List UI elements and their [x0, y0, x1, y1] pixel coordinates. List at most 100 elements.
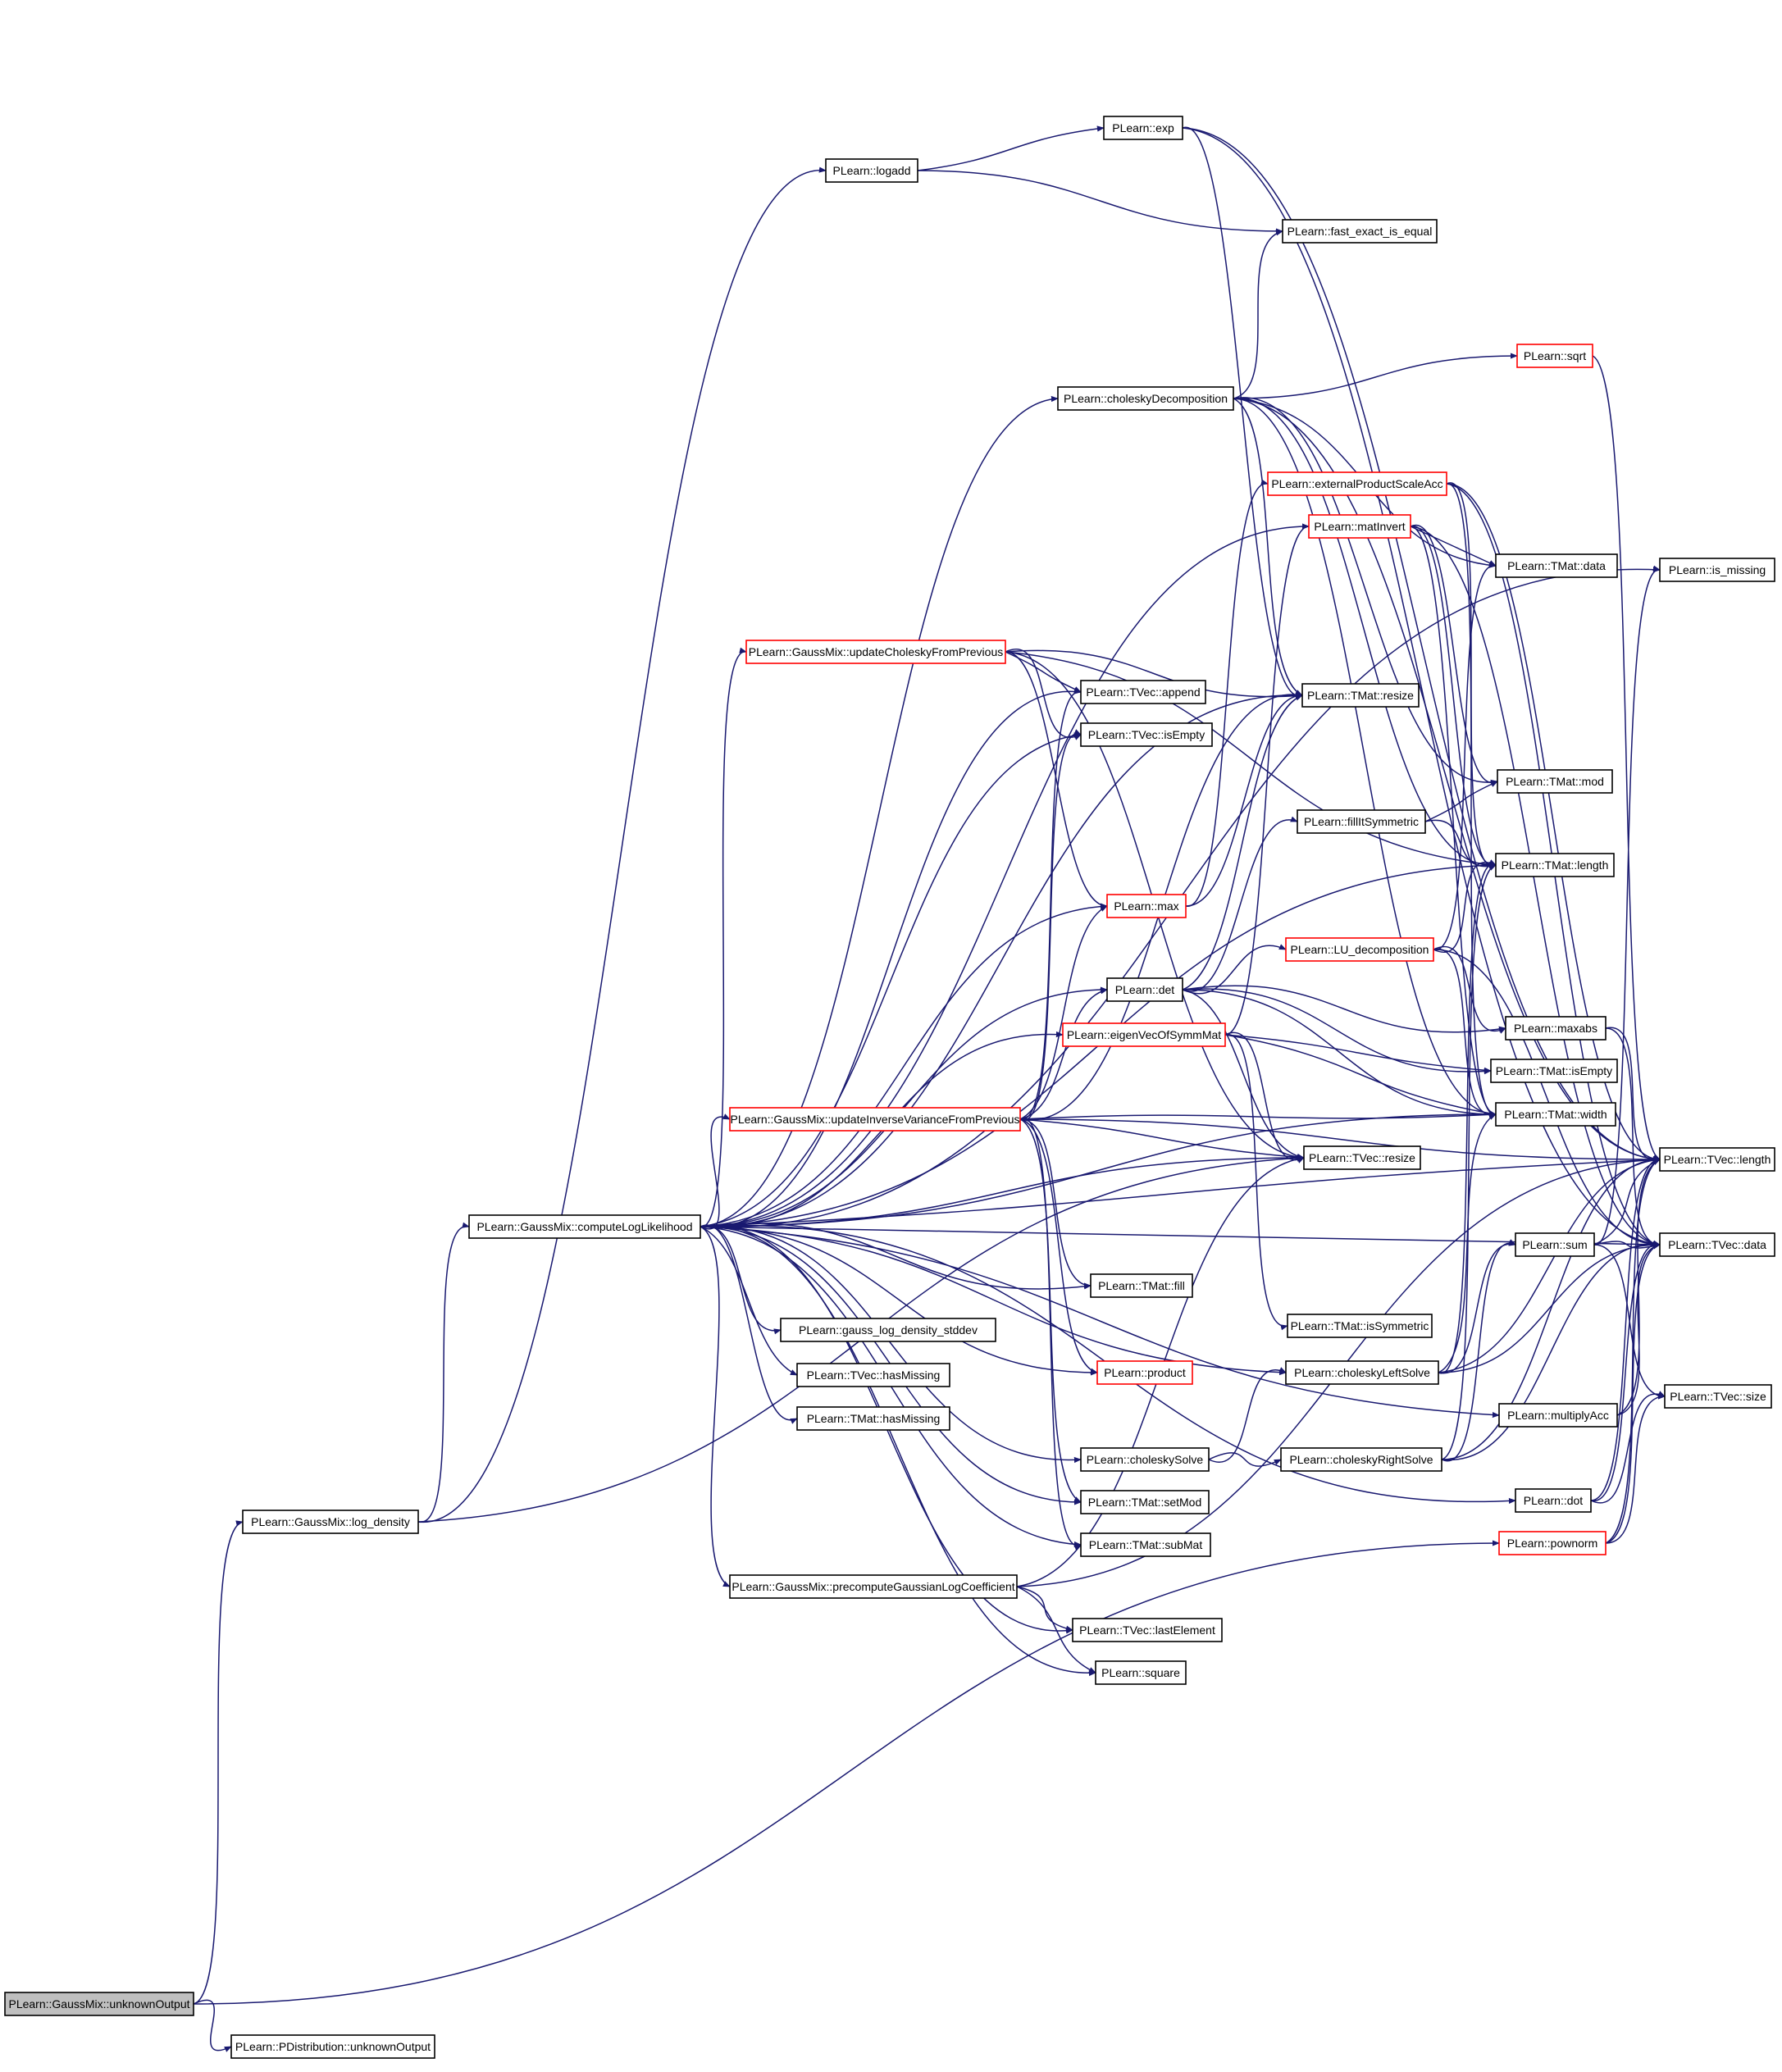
node-TMat_subMat[interactable]: PLearn::TMat::subMat [1080, 1532, 1211, 1557]
node-gauss_log_density_stddev[interactable]: PLearn::gauss_log_density_stddev [780, 1318, 996, 1342]
node-label: PLearn::TVec::length [1664, 1153, 1771, 1166]
node-pownorm[interactable]: PLearn::pownorm [1498, 1531, 1607, 1555]
node-label: PLearn::is_missing [1669, 563, 1766, 576]
edge-updateCholeskyFromPrevious-to-TVec_isEmpty [1005, 649, 1082, 740]
node-choleskyDecomposition[interactable]: PLearn::choleskyDecomposition [1057, 386, 1234, 411]
node-logadd[interactable]: PLearn::logadd [825, 158, 918, 183]
node-box [825, 158, 918, 183]
node-TVec_size[interactable]: PLearn::TVec::size [1664, 1384, 1772, 1409]
node-TVec_resize[interactable]: PLearn::TVec::resize [1303, 1145, 1421, 1170]
edge-det-to-TMat_width [1182, 989, 1497, 1118]
node-box [1062, 1022, 1226, 1047]
node-box [1106, 977, 1183, 1002]
edge-computeLogLikelihood-to-updateCholeskyFromPrevious [700, 647, 747, 1227]
node-choleskySolve[interactable]: PLearn::choleskySolve [1080, 1447, 1210, 1472]
node-LU_decomposition[interactable]: PLearn::LU_decomposition [1285, 937, 1434, 962]
node-TMat_hasMissing[interactable]: PLearn::TMat::hasMissing [796, 1406, 950, 1431]
edge-choleskyRightSolve-to-TMat_length [1441, 863, 1497, 1460]
node-updateInverseVarianceFromPrevious[interactable]: PLearn::GaussMix::updateInverseVarianceF… [729, 1107, 1021, 1132]
edge-updateCholeskyFromPrevious-to-TMat_resize [1005, 649, 1303, 699]
node-box [1498, 1403, 1618, 1428]
node-box [745, 640, 1006, 664]
node-product[interactable]: PLearn::product [1096, 1360, 1193, 1385]
node-label: PLearn::TMat::resize [1307, 689, 1414, 702]
node-TVec_lastElement[interactable]: PLearn::TVec::lastElement [1072, 1618, 1223, 1642]
edge-maxabs-to-TVec_length [1605, 1027, 1661, 1164]
edge-computeLogLikelihood-to-choleskyDecomposition [700, 395, 1059, 1227]
node-label: PLearn::choleskyRightSolve [1289, 1453, 1433, 1466]
node-sqrt[interactable]: PLearn::sqrt [1516, 344, 1593, 368]
edge-pownorm-to-TVec_length [1605, 1159, 1661, 1544]
node-TMat_width[interactable]: PLearn::TMat::width [1495, 1102, 1616, 1127]
node-label: PLearn::pownorm [1507, 1537, 1598, 1550]
edge-max-to-TMat_resize [1185, 692, 1303, 907]
node-log_density[interactable]: PLearn::GaussMix::log_density [242, 1510, 419, 1534]
node-exp[interactable]: PLearn::exp [1103, 116, 1183, 140]
edge-computeLogLikelihood-to-choleskyLeftSolve [700, 1226, 1287, 1376]
node-TMat_length[interactable]: PLearn::TMat::length [1495, 853, 1615, 877]
node-updateCholeskyFromPrevious[interactable]: PLearn::GaussMix::updateCholeskyFromPrev… [745, 640, 1006, 664]
node-matInvert[interactable]: PLearn::matInvert [1308, 514, 1411, 539]
node-TMat_data[interactable]: PLearn::TMat::data [1495, 553, 1618, 578]
edge-computeLogLikelihood-to-TVec_resize [700, 1154, 1305, 1227]
node-square[interactable]: PLearn::square [1095, 1660, 1187, 1685]
node-sum[interactable]: PLearn::sum [1515, 1232, 1595, 1257]
node-label: PLearn::matInvert [1314, 520, 1405, 533]
edge-LU_decomposition-to-TMat_data [1433, 561, 1497, 950]
node-choleskyRightSolve[interactable]: PLearn::choleskyRightSolve [1280, 1447, 1442, 1472]
nodes-layer: PLearn::GaussMix::unknownOutputPLearn::P… [4, 116, 1775, 2059]
node-box [1096, 1360, 1193, 1385]
node-precomputeGaussianLogCoefficient[interactable]: PLearn::GaussMix::precomputeGaussianLogC… [729, 1574, 1018, 1599]
node-dot[interactable]: PLearn::dot [1515, 1488, 1592, 1513]
node-externalProductScaleAcc[interactable]: PLearn::externalProductScaleAcc [1267, 471, 1447, 496]
node-multiplyAcc[interactable]: PLearn::multiplyAcc [1498, 1403, 1618, 1428]
node-TMat_setMod[interactable]: PLearn::TMat::setMod [1080, 1490, 1210, 1514]
edge-updateInverseVarianceFromPrevious-to-max [1019, 905, 1108, 1120]
node-is_missing[interactable]: PLearn::is_missing [1659, 558, 1775, 582]
node-box [1072, 1618, 1223, 1642]
node-TVec_length[interactable]: PLearn::TVec::length [1659, 1147, 1775, 1172]
node-box [1308, 514, 1411, 539]
edge-dot-to-TVec_data [1590, 1240, 1661, 1501]
edge-sqrt-to-TVec_length [1592, 355, 1661, 1160]
node-box [780, 1318, 996, 1342]
node-choleskyLeftSolve[interactable]: PLearn::choleskyLeftSolve [1285, 1360, 1439, 1385]
node-det[interactable]: PLearn::det [1106, 977, 1183, 1002]
edge-log_density-to-logadd [417, 166, 827, 1523]
edge-externalProductScaleAcc-to-TMat_width [1446, 483, 1497, 1119]
edge-choleskySolve-to-choleskyLeftSolve [1208, 1367, 1287, 1463]
node-eigenVecOfSymmMat[interactable]: PLearn::eigenVecOfSymmMat [1062, 1022, 1226, 1047]
node-TMat_mod[interactable]: PLearn::TMat::mod [1497, 769, 1613, 794]
node-box [1516, 344, 1593, 368]
edge-computeLogLikelihood-to-TVec_append [700, 688, 1082, 1228]
node-TMat_isSymmetric[interactable]: PLearn::TMat::isSymmetric [1287, 1314, 1433, 1338]
node-label: PLearn::product [1104, 1366, 1186, 1379]
edge-precomputeGaussianLogCoefficient-to-square [1016, 1586, 1096, 1674]
node-box [729, 1574, 1018, 1599]
node-TMat_resize[interactable]: PLearn::TMat::resize [1301, 683, 1420, 708]
edge-eigenVecOfSymmMat-to-TMat_isSymmetric [1224, 1034, 1288, 1331]
node-label: PLearn::fillItSymmetric [1304, 815, 1419, 828]
node-box [729, 1107, 1021, 1132]
edge-maxabs-to-TVec_data [1605, 1027, 1661, 1248]
node-box [1057, 386, 1234, 411]
node-TVec_hasMissing[interactable]: PLearn::TVec::hasMissing [796, 1363, 950, 1387]
node-TVec_data[interactable]: PLearn::TVec::data [1659, 1232, 1775, 1257]
node-TVec_isEmpty[interactable]: PLearn::TVec::isEmpty [1080, 722, 1213, 747]
node-label: PLearn::GaussMix::updateInverseVarianceF… [730, 1113, 1019, 1126]
node-max[interactable]: PLearn::max [1106, 894, 1187, 918]
edge-matInvert-to-TMat_data [1410, 526, 1497, 567]
edge-matInvert-to-TMat_mod [1410, 524, 1498, 787]
node-fast_exact_is_equal[interactable]: PLearn::fast_exact_is_equal [1282, 219, 1438, 244]
node-computeLogLikelihood[interactable]: PLearn::GaussMix::computeLogLikelihood [468, 1214, 701, 1239]
node-TMat_isEmpty[interactable]: PLearn::TMat::isEmpty [1490, 1059, 1618, 1083]
node-TMat_fill[interactable]: PLearn::TMat::fill [1090, 1273, 1193, 1298]
node-maxabs[interactable]: PLearn::maxabs [1505, 1016, 1607, 1041]
node-TVec_append[interactable]: PLearn::TVec::append [1080, 680, 1206, 704]
node-label: PLearn::GaussMix::computeLogLikelihood [476, 1220, 692, 1233]
node-fillItSymmetric[interactable]: PLearn::fillItSymmetric [1297, 809, 1426, 834]
node-label: PLearn::LU_decomposition [1291, 943, 1429, 956]
node-pd_unknownOutput[interactable]: PLearn::PDistribution::unknownOutput [230, 2034, 435, 2059]
edge-log_density-to-computeLogLikelihood [417, 1222, 470, 1523]
edge-externalProductScaleAcc-to-TMat_length [1446, 482, 1497, 871]
